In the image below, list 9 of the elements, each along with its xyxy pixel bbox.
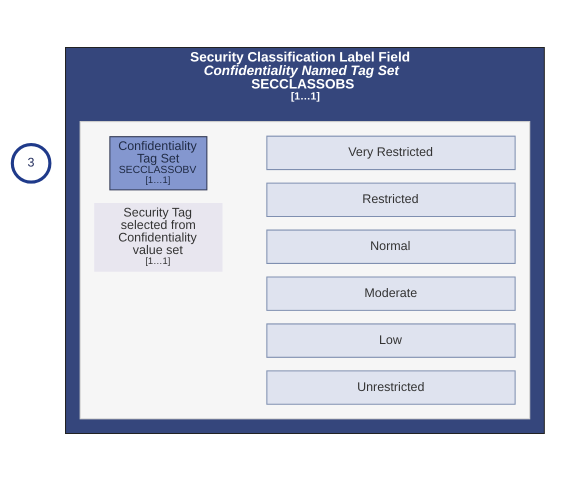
node-box: Unrestricted [266,370,516,404]
cluster [80,120,530,419]
node-box: Restricted [266,182,516,217]
node-circle: 3 [10,142,52,184]
node-box: Very Restricted [266,135,516,170]
node-box: Normal [266,229,516,264]
node-box: Moderate [266,276,516,310]
node-box: Confidentiality Tag Set SECCLASSOBV [1…1] [109,136,208,190]
node-box: Low [266,322,516,358]
